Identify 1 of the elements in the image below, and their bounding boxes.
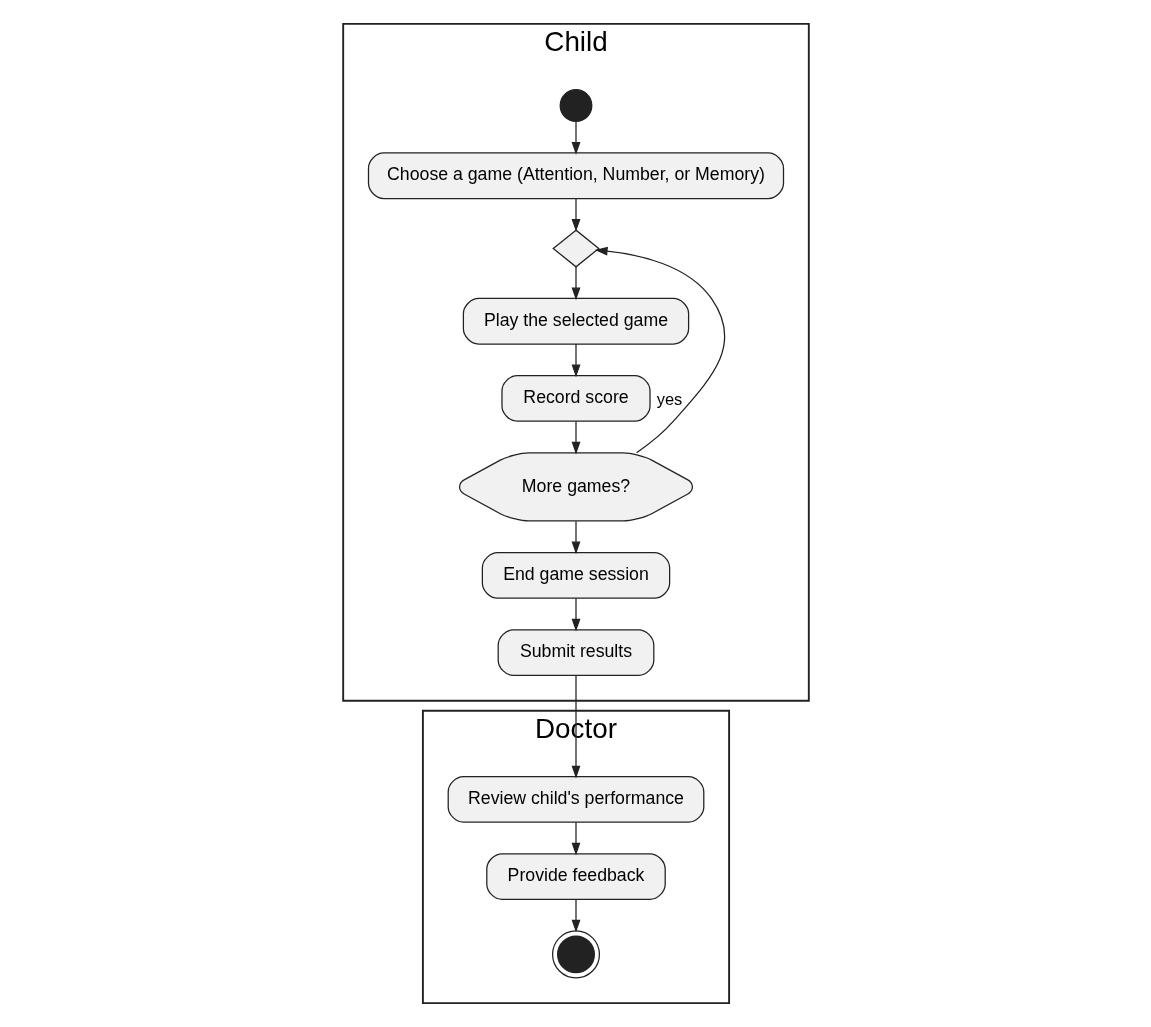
- edge-label: yes: [656, 390, 682, 409]
